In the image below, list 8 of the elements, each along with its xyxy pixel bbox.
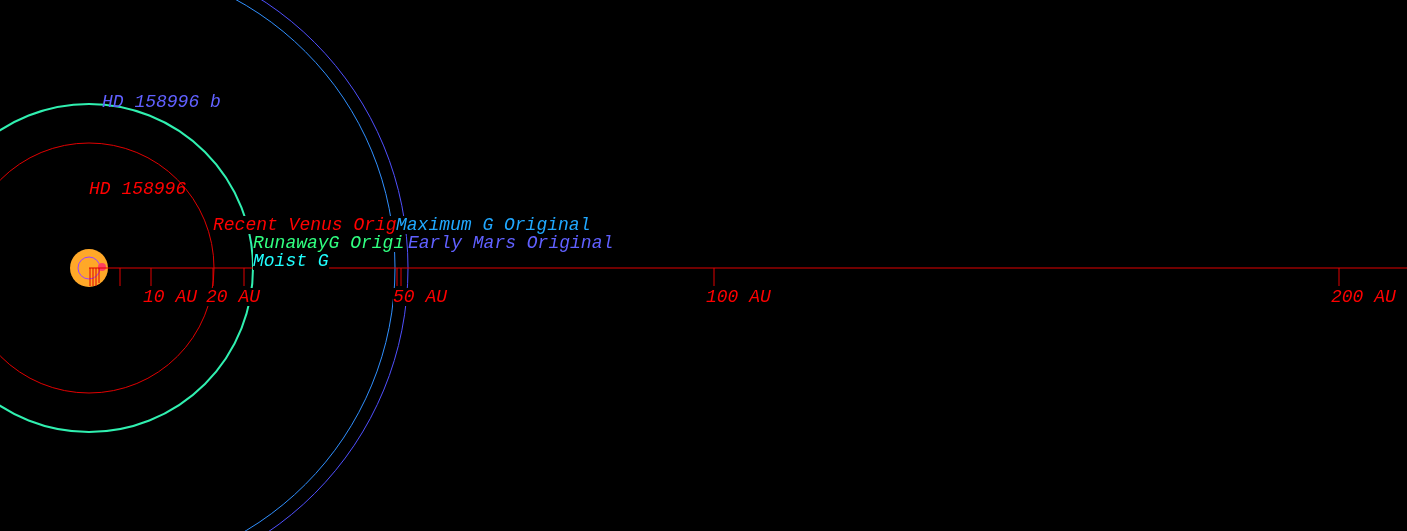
star-label: HD 158996 xyxy=(89,180,187,198)
scale-label: 20 AU xyxy=(206,288,260,306)
scale-label: 50 AU xyxy=(393,288,447,306)
zone-label: Early Mars Original xyxy=(408,234,614,252)
zone-label: Maximum G Original xyxy=(396,216,591,234)
zone-label: RunawayG Origi xyxy=(253,234,405,252)
zone-label: Recent Venus Orig xyxy=(213,216,397,234)
zone-label: Moist G xyxy=(253,252,329,270)
